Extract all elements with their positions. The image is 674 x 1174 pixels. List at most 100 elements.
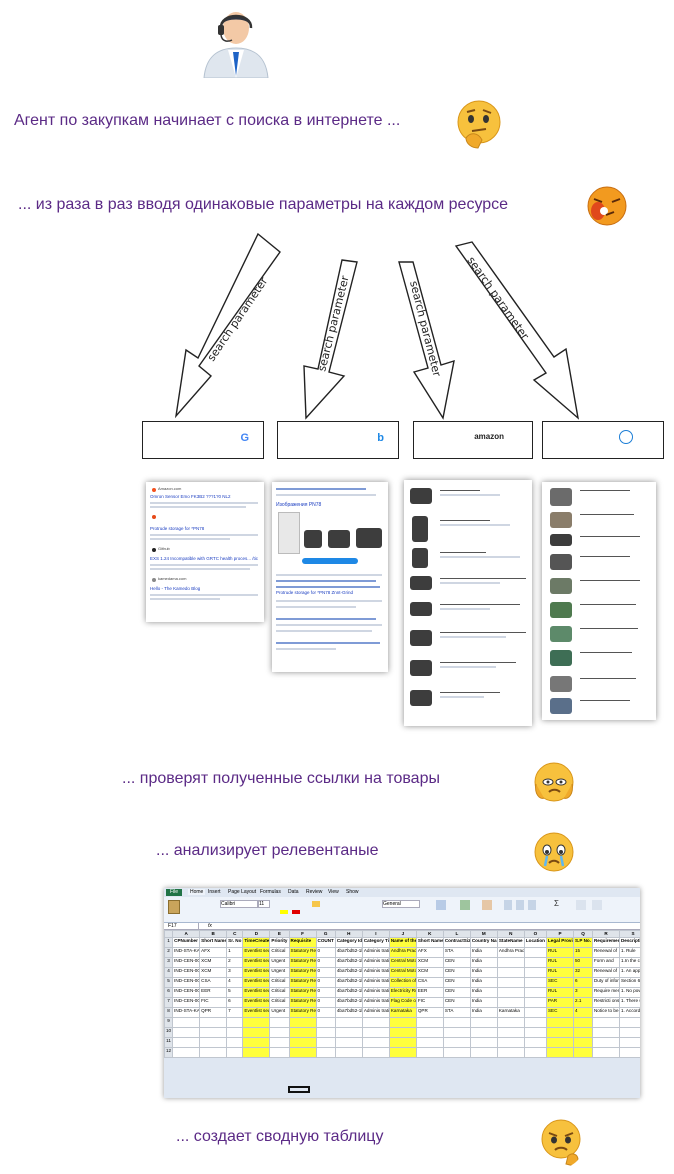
grid-cell[interactable]: [361, 1027, 390, 1038]
tab-review[interactable]: Review: [306, 889, 323, 895]
grid-cell[interactable]: Critical: [269, 987, 290, 998]
grid-cell[interactable]: IND-CEN-000-000-: [172, 997, 201, 1008]
grid-cell[interactable]: RUL: [545, 967, 574, 978]
grid-cell[interactable]: India: [469, 977, 498, 988]
header-cell[interactable]: COUNT: [315, 937, 336, 948]
grid-cell[interactable]: 2.1: [572, 997, 593, 1008]
grid-cell[interactable]: [269, 1027, 290, 1038]
grid-cell[interactable]: 1. An applicati: [618, 967, 640, 978]
tab-insert[interactable]: Insert: [208, 889, 221, 895]
grid-cell[interactable]: [523, 1037, 547, 1048]
grid-cell[interactable]: Adminis trative: [361, 987, 390, 998]
grid-cell[interactable]: [523, 1017, 547, 1028]
column-letter[interactable]: K: [415, 930, 444, 938]
grid-cell[interactable]: Statutory Require: [288, 957, 317, 968]
grid-cell[interactable]: FIC: [199, 997, 228, 1008]
grid-cell[interactable]: [469, 1047, 498, 1058]
grid-cell[interactable]: Critical: [269, 977, 290, 988]
grid-cell[interactable]: IND-CEN-000-000-: [172, 987, 201, 998]
header-cell[interactable]: TimeCreated: [242, 937, 271, 948]
column-letter[interactable]: M: [469, 930, 498, 938]
align-center-button[interactable]: [312, 901, 320, 907]
grid-cell[interactable]: Andhra Pradesh: [496, 947, 525, 958]
grid-cell[interactable]: CSA: [415, 977, 444, 988]
grid-cell[interactable]: 6: [572, 977, 593, 988]
grid-cell[interactable]: 1. There shall be: [618, 997, 640, 1008]
grid-cell[interactable]: 1. Rule: [618, 947, 640, 958]
grid-cell[interactable]: India: [469, 1007, 498, 1018]
grid-cell[interactable]: 0: [315, 1007, 336, 1018]
grid-cell[interactable]: [226, 1017, 244, 1028]
grid-cell[interactable]: [618, 1037, 640, 1048]
grid-cell[interactable]: Urgent: [269, 1007, 290, 1018]
grid-cell[interactable]: [315, 1027, 336, 1038]
grid-cell[interactable]: STA: [442, 1007, 471, 1018]
tab-file[interactable]: File: [166, 889, 182, 896]
grid-cell[interactable]: [523, 987, 547, 998]
grid-cell[interactable]: [496, 1027, 525, 1038]
grid-cell[interactable]: Renewal of: [591, 967, 620, 978]
sort-filter-button[interactable]: [576, 900, 586, 910]
grid-cell[interactable]: 4: [572, 1007, 593, 1018]
tab-data[interactable]: Data: [288, 889, 299, 895]
header-cell[interactable]: Short Name: [415, 937, 444, 948]
grid-cell[interactable]: India: [469, 987, 498, 998]
grid-cell[interactable]: [442, 1047, 471, 1058]
grid-cell[interactable]: 2: [226, 957, 244, 968]
grid-cell[interactable]: [199, 1047, 228, 1058]
grid-cell[interactable]: [523, 967, 547, 978]
grid-cell[interactable]: [618, 1017, 640, 1028]
grid-cell[interactable]: Eventlist sed: [242, 997, 271, 1008]
row-number[interactable]: 4: [164, 967, 174, 978]
header-cell[interactable]: Name of the Act: [388, 937, 417, 948]
grid-cell[interactable]: 0: [315, 977, 336, 988]
grid-cell[interactable]: Karnataka: [496, 1007, 525, 1018]
grid-cell[interactable]: Central Motor: [388, 957, 417, 968]
grid-cell[interactable]: [269, 1017, 290, 1028]
grid-cell[interactable]: Central Motor: [388, 967, 417, 978]
grid-cell[interactable]: [523, 1047, 547, 1058]
header-cell[interactable]: ContractSize: [442, 937, 471, 948]
column-letter[interactable]: O: [523, 930, 547, 938]
tab-show[interactable]: Show: [346, 889, 359, 895]
row-number[interactable]: 3: [164, 957, 174, 968]
row-number[interactable]: 6: [164, 987, 174, 998]
grid-cell[interactable]: 4ba7bd52-1b7f-: [334, 967, 363, 978]
grid-cell[interactable]: [442, 1037, 471, 1048]
grid-cell[interactable]: [361, 1037, 390, 1048]
cell-styles-button[interactable]: [482, 900, 492, 910]
grid-cell[interactable]: 3: [226, 967, 244, 978]
grid-cell[interactable]: 0: [315, 957, 336, 968]
grid-cell[interactable]: 1: [226, 947, 244, 958]
grid-cell[interactable]: [415, 1037, 444, 1048]
grid-cell[interactable]: [242, 1017, 271, 1028]
grid-cell[interactable]: 0: [315, 997, 336, 1008]
grid-cell[interactable]: [199, 1017, 228, 1028]
grid-cell[interactable]: 32: [572, 967, 593, 978]
column-letter[interactable]: S: [618, 930, 640, 938]
grid-cell[interactable]: [415, 1027, 444, 1038]
header-cell[interactable]: Country Name: [469, 937, 498, 948]
grid-cell[interactable]: [496, 997, 525, 1008]
grid-cell[interactable]: [523, 1007, 547, 1018]
grid-cell[interactable]: 6: [226, 997, 244, 1008]
grid-cell[interactable]: 0: [315, 987, 336, 998]
grid-cell[interactable]: Andhra Pradesh: [388, 947, 417, 958]
header-cell[interactable]: StateName: [496, 937, 525, 948]
grid-cell[interactable]: [572, 1027, 593, 1038]
column-letter[interactable]: A: [172, 930, 201, 938]
grid-cell[interactable]: Statutory Require: [288, 967, 317, 978]
grid-cell[interactable]: [361, 1017, 390, 1028]
grid-cell[interactable]: [469, 1017, 498, 1028]
grid-cell[interactable]: [172, 1017, 201, 1028]
grid-cell[interactable]: [523, 997, 547, 1008]
grid-cell[interactable]: Require ments of: [591, 987, 620, 998]
grid-cell[interactable]: [288, 1037, 317, 1048]
grid-cell[interactable]: Renewal of: [591, 947, 620, 958]
grid-cell[interactable]: 50: [572, 957, 593, 968]
grid-cell[interactable]: EER: [415, 987, 444, 998]
grid-cell[interactable]: [334, 1017, 363, 1028]
header-cell[interactable]: Sr. No: [226, 937, 244, 948]
grid-cell[interactable]: [523, 1027, 547, 1038]
grid-cell[interactable]: [496, 977, 525, 988]
